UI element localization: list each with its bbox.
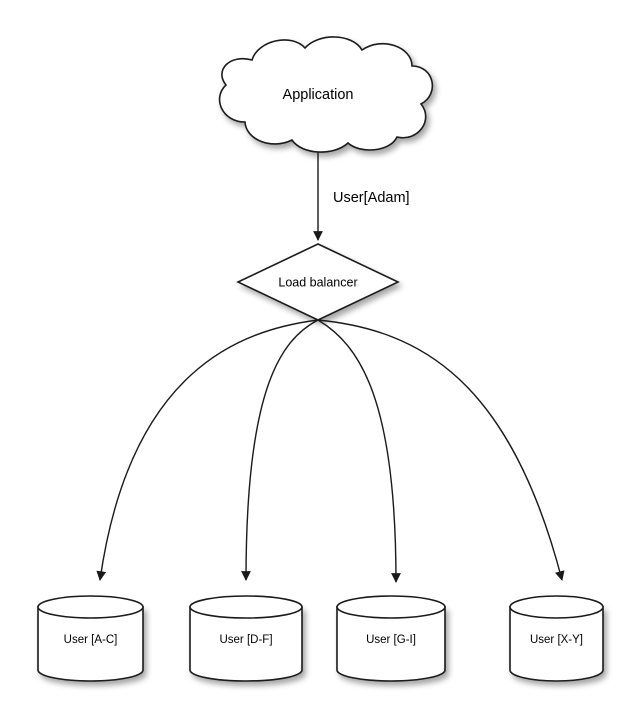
- database-label-4: User [X-Y]: [530, 634, 583, 646]
- node-database-1[interactable]: User [A-C]: [37, 595, 144, 682]
- database-icon: [189, 606, 303, 682]
- cloud-label: Application: [283, 87, 354, 103]
- diamond-label: Load balancer: [278, 275, 357, 289]
- edge-curve-db-3: [317, 319, 401, 583]
- edge-curve-db-1: [96, 319, 319, 581]
- database-icon: [336, 606, 446, 682]
- database-top-ellipse: [189, 595, 303, 619]
- edge-balancer-to-db-1: [96, 319, 319, 581]
- node-database-4[interactable]: User [X-Y]: [509, 595, 604, 682]
- node-load-balancer[interactable]: Load balancer: [236, 243, 400, 321]
- database-label-2: User [D-F]: [219, 634, 272, 646]
- edge-balancer-to-db-2: [241, 319, 319, 581]
- node-database-3[interactable]: User [G-I]: [336, 595, 446, 682]
- edge-balancer-to-db-3: [317, 319, 401, 583]
- database-icon: [509, 606, 604, 682]
- node-application[interactable]: Application: [218, 36, 434, 153]
- edge-application-to-balancer: User[Adam]: [313, 152, 410, 241]
- database-icon: [37, 606, 144, 682]
- edge-label-user-adam: User[Adam]: [333, 190, 410, 206]
- database-top-ellipse: [336, 595, 446, 619]
- node-database-2[interactable]: User [D-F]: [189, 595, 303, 682]
- cloud-icon: [218, 36, 434, 153]
- edge-curve-db-2: [241, 319, 319, 581]
- edge-curve-db-4: [317, 319, 565, 581]
- database-label-3: User [G-I]: [366, 634, 416, 646]
- database-label-1: User [A-C]: [64, 634, 118, 646]
- edge-balancer-to-db-4: [317, 319, 565, 581]
- database-top-ellipse: [509, 595, 604, 619]
- database-top-ellipse: [37, 595, 144, 619]
